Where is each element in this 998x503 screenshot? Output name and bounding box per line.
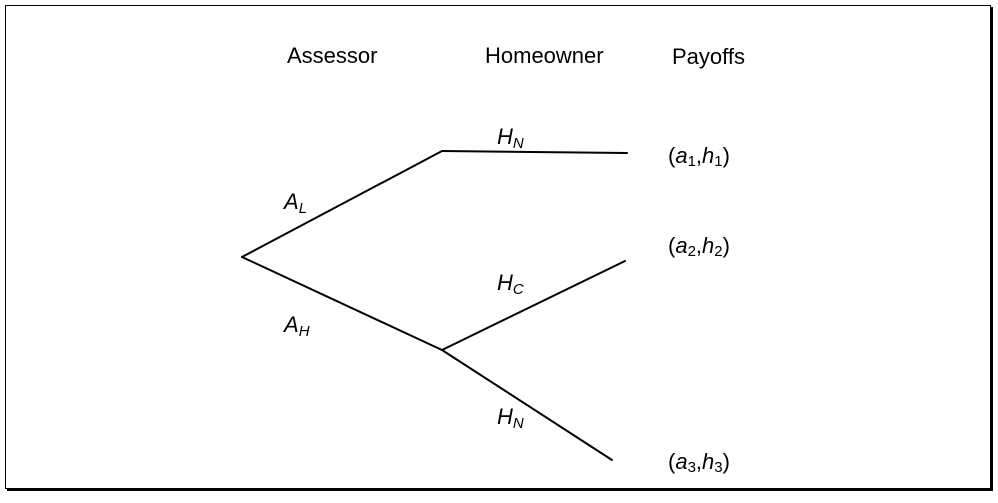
- diagram-frame: [5, 5, 991, 489]
- branch-label-a-high: AH: [284, 312, 310, 340]
- edge-homeowner-none-bottom: [441, 349, 613, 461]
- branch-label-h-contest: HC: [497, 270, 524, 298]
- edge-assessor-low: [241, 150, 443, 258]
- payoff-1: (a1,h1): [668, 143, 730, 170]
- header-payoffs: Payoffs: [672, 44, 745, 69]
- header-assessor: Assessor: [287, 43, 378, 68]
- payoff-3: (a3,h3): [668, 449, 730, 476]
- edge-homeowner-contest: [441, 260, 626, 351]
- payoff-2: (a2,h2): [668, 233, 730, 260]
- branch-label-h-none-bottom: HN: [497, 404, 524, 432]
- edge-assessor-high: [241, 256, 443, 351]
- header-homeowner: Homeowner: [485, 43, 604, 68]
- branch-label-a-low: AL: [284, 189, 308, 217]
- edge-homeowner-none-top: [441, 150, 628, 154]
- branch-label-h-none-top: HN: [497, 124, 524, 152]
